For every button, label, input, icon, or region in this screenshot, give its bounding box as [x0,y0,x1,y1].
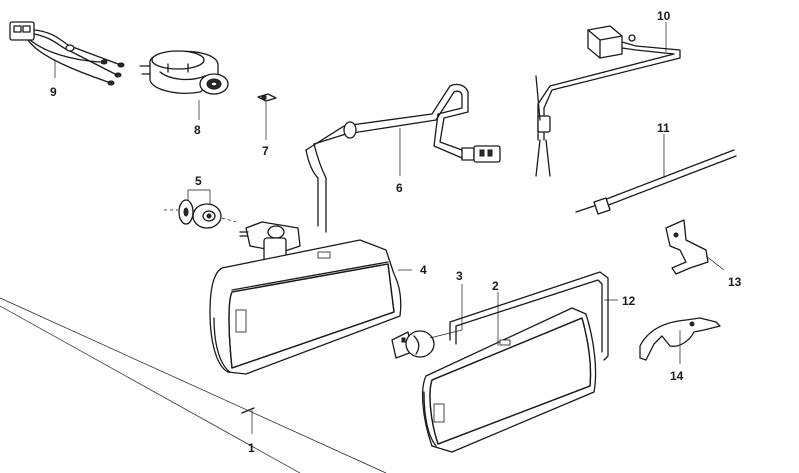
callout-9: 9 [50,85,57,99]
callout-14: 14 [670,369,684,383]
callout-13: 13 [728,275,742,289]
callout-5: 5 [195,174,202,188]
part-12-frame [449,271,609,361]
callout-4: 4 [420,263,427,277]
callout-8: 8 [194,123,201,137]
callout-1: 1 [248,441,255,455]
leader-lines [54,22,725,434]
part-3-bulb [391,330,435,359]
part-11-sensor-rod [575,149,737,215]
part-8-switch [139,50,229,95]
part-5-washers [164,199,237,229]
part-9-wiring-harness [9,21,125,86]
callout-7: 7 [262,144,269,158]
part-6-wire-connector [305,83,501,233]
part-13-bracket [665,219,709,275]
part-2-lamp [422,307,597,453]
callout-6: 6 [396,181,403,195]
callout-10: 10 [657,9,671,23]
part-4-fog-lamp [209,221,402,375]
callout-12: 12 [622,294,636,308]
callout-3: 3 [456,269,463,283]
bumper-outline [0,297,387,473]
callout-2: 2 [492,279,499,293]
part-7-clip [257,93,277,102]
callout-labels: 1 2 3 4 5 6 7 8 9 10 11 12 13 14 [50,9,742,455]
callout-11: 11 [657,121,670,135]
part-10-wire-connector [535,25,681,177]
